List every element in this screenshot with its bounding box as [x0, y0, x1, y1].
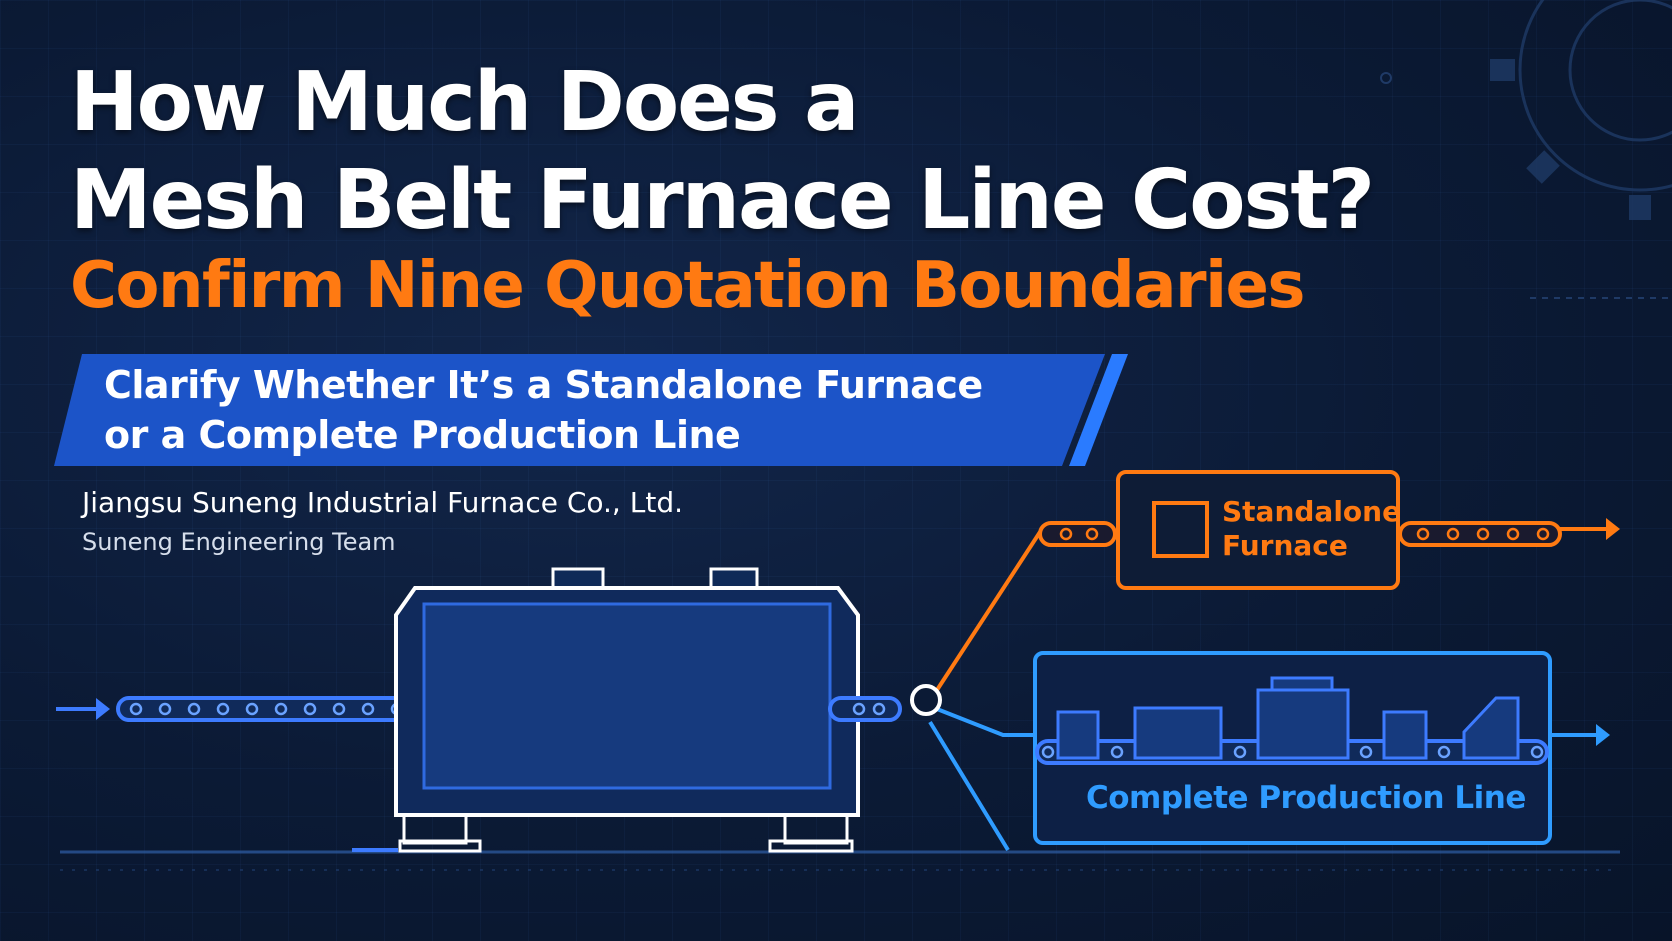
belt-roller — [303, 702, 317, 716]
belt-roller — [158, 702, 172, 716]
input-arrow-icon — [56, 698, 110, 720]
mesh-belt-exit — [828, 696, 902, 722]
arrow-right-orange-icon — [1606, 518, 1620, 540]
page-title-line-2: Mesh Belt Furnace Line Cost? — [70, 153, 1375, 248]
arrow-right-blue-icon — [1596, 724, 1610, 746]
banner-line-2: or a Complete Production Line — [104, 413, 741, 457]
standalone-furnace-label-line-1: Standalone — [1222, 495, 1402, 528]
belt-roller — [1359, 745, 1373, 759]
standalone-furnace-label-line-2: Furnace — [1222, 529, 1348, 562]
belt-roller — [187, 702, 201, 716]
belt-roller — [274, 702, 288, 716]
belt-roller — [1437, 745, 1451, 759]
belt-roller — [1506, 527, 1520, 541]
belt-roller — [1041, 745, 1055, 759]
company-name: Jiangsu Suneng Industrial Furnace Co., L… — [82, 486, 683, 519]
banner-line-1: Clarify Whether It’s a Standalone Furnac… — [104, 363, 983, 407]
belt-roller — [1536, 527, 1550, 541]
standalone-furnace-box — [1038, 470, 1620, 590]
belt-roller — [216, 702, 230, 716]
page-title-line-1: How Much Does a — [70, 55, 859, 150]
belt-roller — [1530, 745, 1544, 759]
team-name: Suneng Engineering Team — [82, 528, 396, 556]
complete-production-line-box — [1033, 651, 1610, 845]
complete-production-line-label: Complete Production Line — [1086, 780, 1526, 816]
belt-roller — [245, 702, 259, 716]
belt-roller — [1110, 745, 1124, 759]
belt-roller — [129, 702, 143, 716]
belt-roller — [1476, 527, 1490, 541]
mesh-belt-left — [116, 696, 430, 722]
belt-roller — [1233, 745, 1247, 759]
belt-roller — [332, 702, 346, 716]
belt-roller — [361, 702, 375, 716]
junction-node — [910, 684, 942, 716]
belt-roller — [1446, 527, 1460, 541]
belt-roller — [1416, 527, 1430, 541]
furnace-body — [352, 567, 860, 853]
square-icon — [1152, 501, 1209, 558]
subtitle: Confirm Nine Quotation Boundaries — [70, 249, 1306, 323]
